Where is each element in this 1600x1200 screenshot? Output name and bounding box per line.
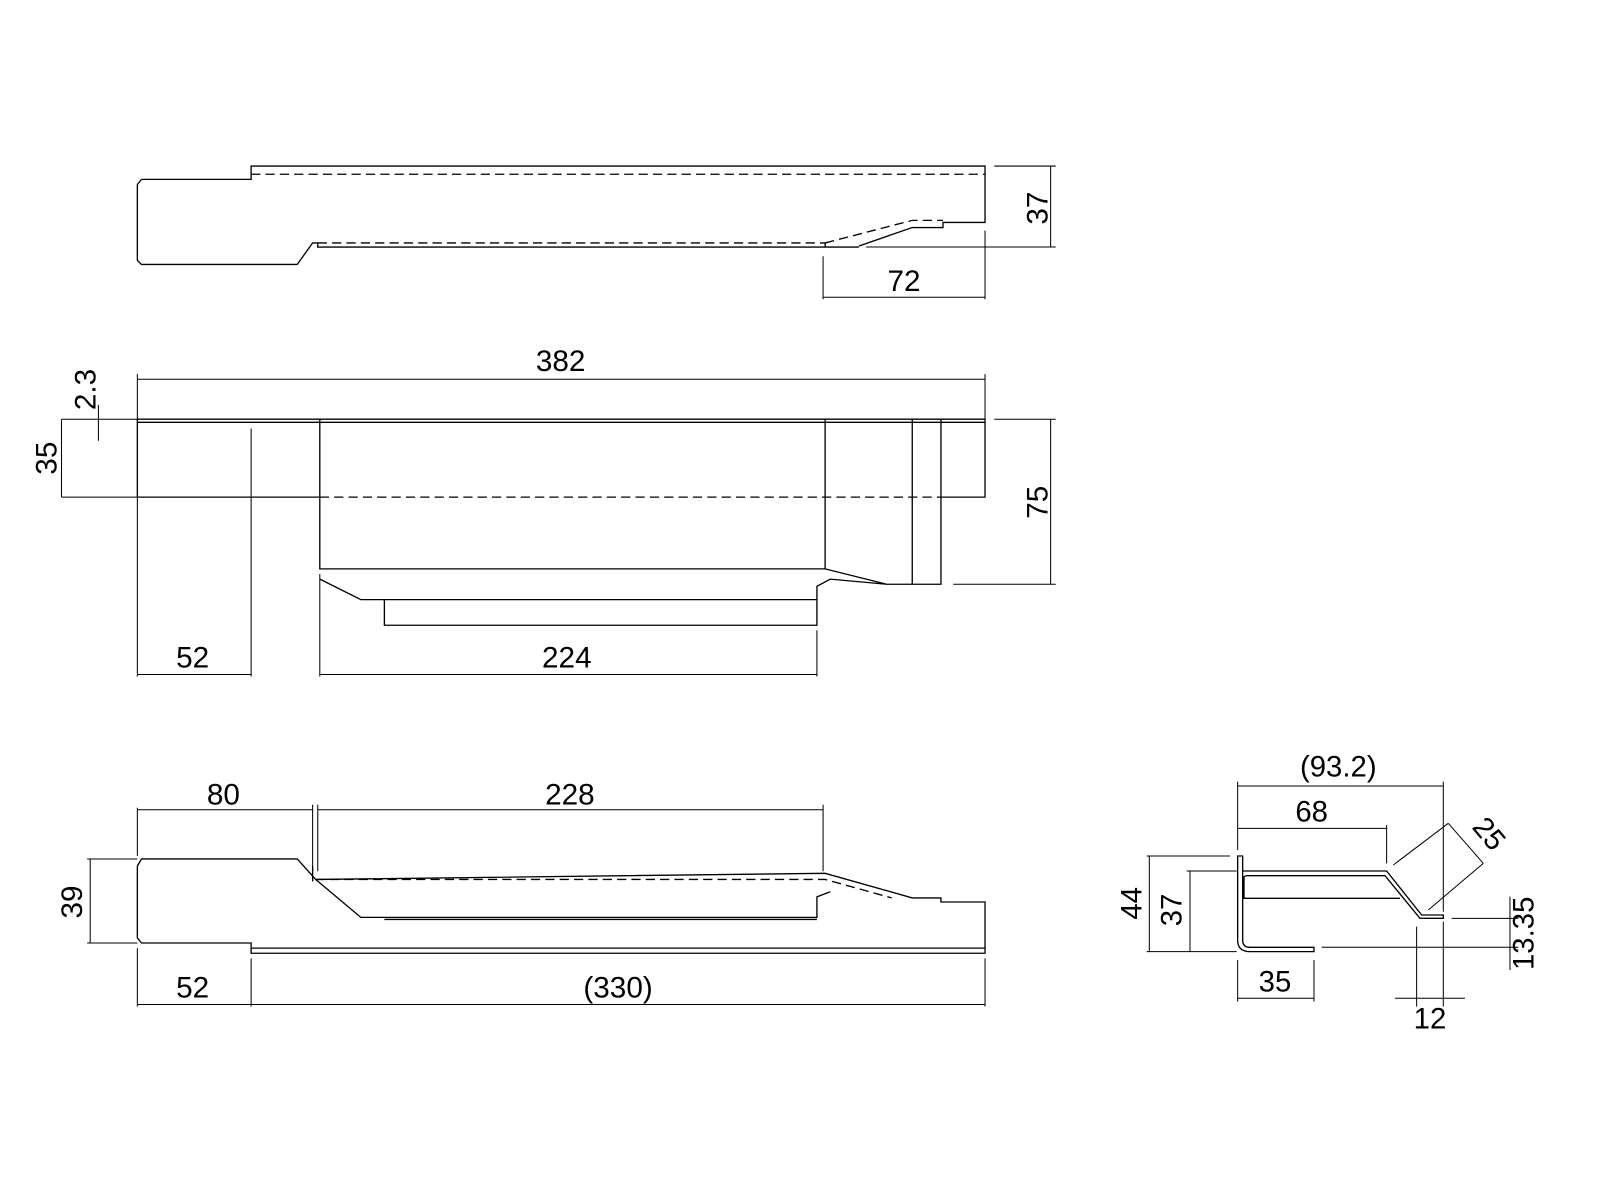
dim-slope-length-label: 25 bbox=[1466, 811, 1512, 857]
dim-height-outer-label: 44 bbox=[1116, 887, 1149, 920]
dim-overall-width-label: (93.2) bbox=[1300, 751, 1377, 784]
front-view: 382 2.3 35 75 52 224 bbox=[30, 345, 1056, 677]
dim-flat-width-label: 68 bbox=[1295, 796, 1328, 829]
dim-height-inner-label: 37 bbox=[1156, 894, 1189, 927]
dim-lip-height-label: 13.35 bbox=[1507, 897, 1540, 970]
dim-lip-width-label: 12 bbox=[1414, 1002, 1447, 1035]
section-view: (93.2) 68 25 44 37 35 12 13.35 bbox=[1116, 751, 1541, 1036]
top-view: 37 72 bbox=[136, 165, 1056, 300]
dim-total-length-label: 382 bbox=[536, 345, 586, 378]
dim-height-label: 39 bbox=[56, 885, 89, 918]
dim-ramp-length-label: 72 bbox=[888, 265, 921, 298]
dim-bottom-flange-label: 35 bbox=[1259, 966, 1292, 999]
dim-thickness-label: 2.3 bbox=[69, 369, 102, 410]
dim-left-height-label: 35 bbox=[30, 442, 63, 475]
dim-height-label: 37 bbox=[1022, 192, 1055, 225]
dim-pocket-length-label: 224 bbox=[542, 641, 592, 674]
dim-total-height-label: 75 bbox=[1022, 486, 1055, 519]
side-view: 80 228 39 52 (330) bbox=[56, 779, 986, 1007]
dim-left-length-label: 52 bbox=[176, 971, 209, 1004]
dim-body-length-label: (330) bbox=[583, 971, 652, 1004]
dim-lead-length-label: 80 bbox=[207, 779, 240, 812]
dim-flat-length-label: 228 bbox=[545, 779, 595, 812]
dim-left-length-label: 52 bbox=[176, 641, 209, 674]
